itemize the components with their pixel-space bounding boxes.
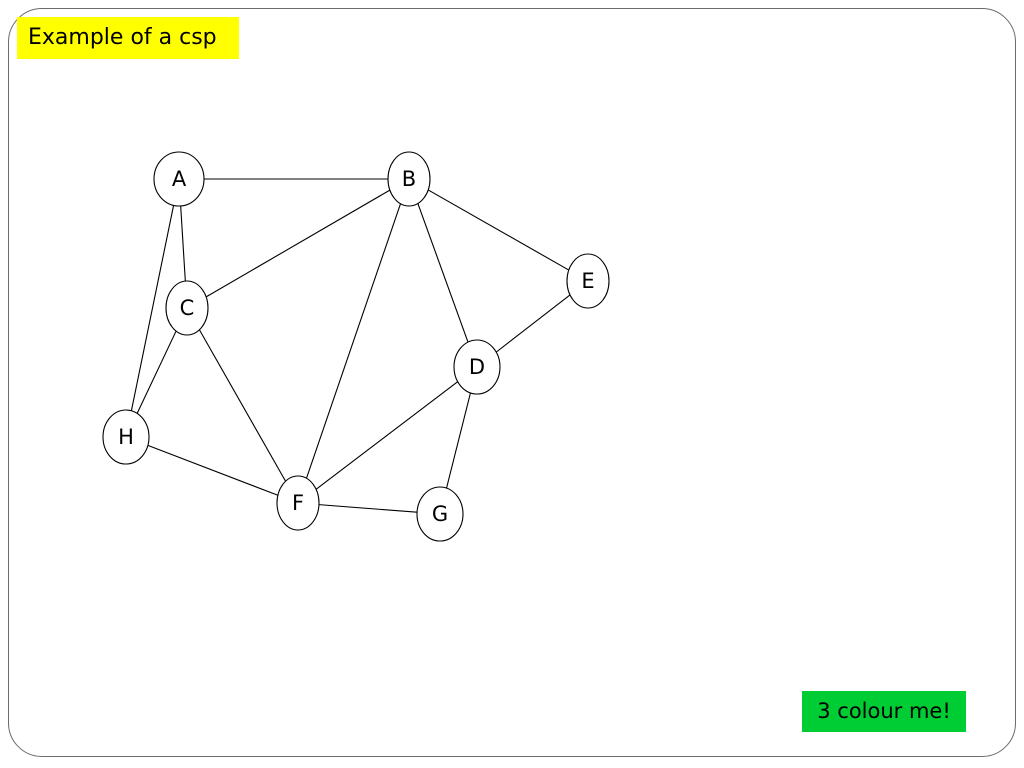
node-e: E — [566, 253, 610, 309]
edge-b-c — [205, 189, 391, 298]
edge-b-e — [427, 189, 570, 271]
slide-frame — [8, 8, 1016, 757]
node-b: B — [387, 151, 431, 207]
edge-c-h — [136, 330, 177, 414]
node-label: E — [581, 269, 594, 293]
node-label: G — [432, 502, 448, 526]
edges-layer — [130, 178, 571, 513]
node-circle — [276, 475, 320, 531]
node-d: D — [453, 339, 501, 395]
node-label: H — [118, 425, 134, 449]
node-h: H — [102, 409, 150, 465]
edge-d-e — [495, 294, 571, 353]
edge-b-d — [417, 203, 469, 343]
node-label: B — [402, 167, 416, 191]
node-label: A — [172, 167, 187, 191]
edge-a-c — [180, 205, 186, 282]
edge-d-f — [315, 381, 459, 490]
node-label: D — [469, 355, 485, 379]
node-circle — [165, 280, 209, 336]
node-circle — [387, 151, 431, 207]
edge-f-g — [318, 504, 418, 513]
node-c: C — [165, 280, 209, 336]
slide-title: Example of a csp — [17, 17, 239, 59]
node-label: F — [292, 491, 304, 515]
node-a: A — [153, 151, 205, 207]
edge-c-f — [198, 329, 287, 482]
node-circle — [566, 253, 610, 309]
node-circle — [453, 339, 501, 395]
node-circle — [102, 409, 150, 465]
edge-a-h — [130, 205, 175, 411]
nodes-layer: A B C D E F G H — [102, 151, 610, 542]
edge-d-g — [445, 392, 472, 489]
node-circle — [153, 151, 205, 207]
node-label: C — [180, 296, 195, 320]
edge-b-f — [305, 203, 402, 479]
edge-f-h — [147, 444, 279, 496]
three-colour-note: 3 colour me! — [802, 691, 966, 732]
node-g: G — [416, 486, 464, 542]
node-f: F — [276, 475, 320, 531]
node-circle — [416, 486, 464, 542]
